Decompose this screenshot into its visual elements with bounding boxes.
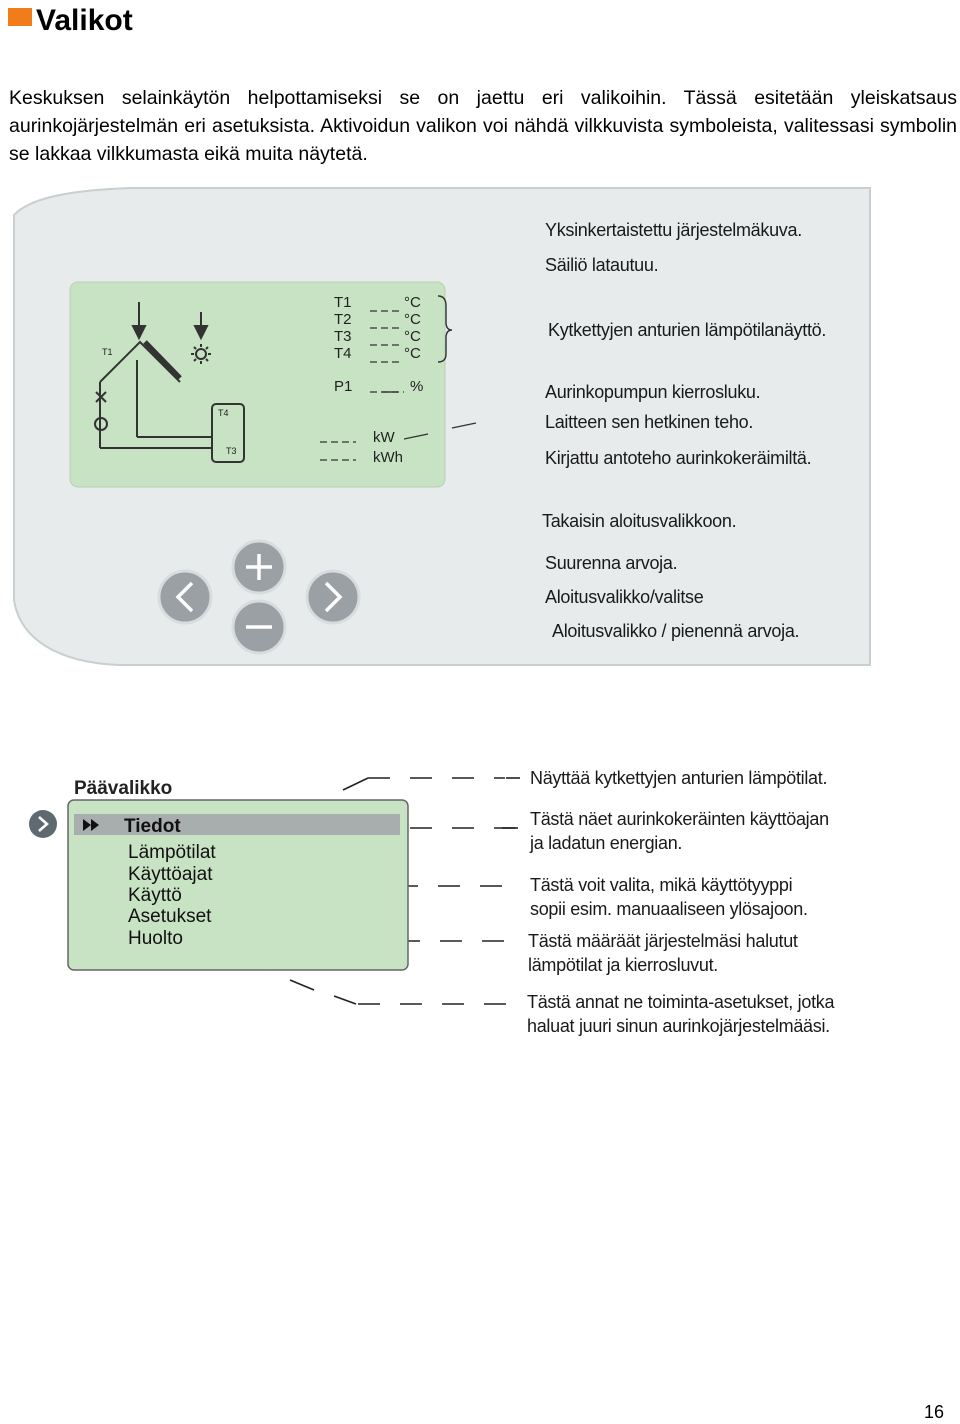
- plus-icon: [246, 554, 272, 580]
- lcd-display: [69, 281, 446, 488]
- label-increase: Suurenna arvoja.: [545, 553, 677, 573]
- menu-item-kaytto[interactable]: Käyttö: [128, 885, 182, 906]
- unit-percent: %: [410, 378, 423, 395]
- back-button[interactable]: [157, 569, 213, 625]
- unit-celsius-2: °C: [404, 311, 421, 328]
- label-decrease: Aloitusvalikko / pienennä arvoja.: [552, 621, 799, 641]
- unit-celsius-1: °C: [404, 294, 421, 311]
- plus-button[interactable]: [231, 539, 287, 595]
- page-number: 16: [923, 1402, 944, 1422]
- menu-desc-operation-1: Tästä voit valita, mikä käyttötyyppi: [530, 875, 792, 895]
- menu-item-tiedot[interactable]: Tiedot: [124, 816, 181, 837]
- minus-button[interactable]: [231, 599, 287, 655]
- label-current-power: Laitteen sen hetkinen teho.: [545, 412, 753, 432]
- main-menu-title: Päävalikko: [74, 778, 172, 799]
- menu-arrow-button[interactable]: [29, 810, 57, 838]
- schematic-label-t3: T3: [226, 446, 237, 456]
- menu-desc-settings-2: lämpötilat ja kierrosluvut.: [528, 955, 718, 975]
- chevron-right-icon: [324, 581, 343, 613]
- schematic-label-t1: T1: [102, 347, 113, 357]
- menu-desc-service-1: Tästä annat ne toiminta-asetukset, jotka: [527, 992, 835, 1012]
- label-sensor-temps: Kytkettyjen anturien lämpötilanäyttö.: [548, 320, 826, 340]
- chevron-left-icon: [175, 581, 194, 613]
- system-schematic: [94, 302, 245, 463]
- unit-celsius-3: °C: [404, 328, 421, 345]
- menu-desc-service-2: haluat juuri sinun aurinkojärjestelmääsi…: [527, 1016, 830, 1036]
- label-back-to-start: Takaisin aloitusvalikkoon.: [542, 511, 736, 531]
- menu-item-huolto[interactable]: Huolto: [128, 928, 183, 949]
- unit-celsius-4: °C: [404, 345, 421, 362]
- label-system-image: Yksinkertaistettu järjestelmäkuva.: [545, 220, 802, 240]
- menu-item-lampotilat[interactable]: Lämpötilat: [128, 842, 216, 863]
- sensor-t4: T4: [334, 345, 352, 362]
- label-select: Aloitusvalikko/valitse: [545, 587, 704, 607]
- menu-desc-operation-2: sopii esim. manuaaliseen ylösajoon.: [530, 899, 808, 919]
- unit-kw: kW: [373, 429, 396, 446]
- forward-button[interactable]: [305, 569, 361, 625]
- unit-kwh: kWh: [373, 449, 403, 466]
- menu-selected-bar: [74, 814, 400, 835]
- sensor-t2: T2: [334, 311, 352, 328]
- menu-desc-settings-1: Tästä määräät järjestelmäsi halutut: [528, 931, 798, 951]
- chevron-right-icon: [38, 816, 49, 832]
- intro-paragraph: Keskuksen selainkäytön helpottamiseksi s…: [9, 87, 957, 165]
- page-title: Valikot: [36, 4, 133, 37]
- heading-accent-square: [8, 8, 32, 26]
- menu-item-kayttoajat[interactable]: Käyttöajat: [128, 864, 213, 885]
- menu-item-asetukset[interactable]: Asetukset: [128, 906, 212, 927]
- pump-label: P1: [334, 378, 352, 395]
- sensor-t3: T3: [334, 328, 352, 345]
- main-menu-screen: [67, 799, 409, 971]
- sensor-t1: T1: [334, 294, 352, 311]
- fast-forward-icon: [83, 819, 99, 831]
- menu-desc-runtimes-1: Tästä näet aurinkokeräinten käyttöajan: [530, 809, 829, 829]
- menu-desc-temperatures: Näyttää kytkettyjen anturien lämpötilat.: [530, 768, 827, 788]
- label-recorded-output: Kirjattu antoteho aurinkokeräimiltä.: [545, 448, 811, 468]
- label-tank-charging: Säiliö latautuu.: [545, 255, 658, 275]
- label-pump-speed: Aurinkopumpun kierrosluku.: [545, 382, 760, 402]
- schematic-label-t4: T4: [218, 408, 229, 418]
- menu-desc-runtimes-2: ja ladatun energian.: [529, 833, 682, 853]
